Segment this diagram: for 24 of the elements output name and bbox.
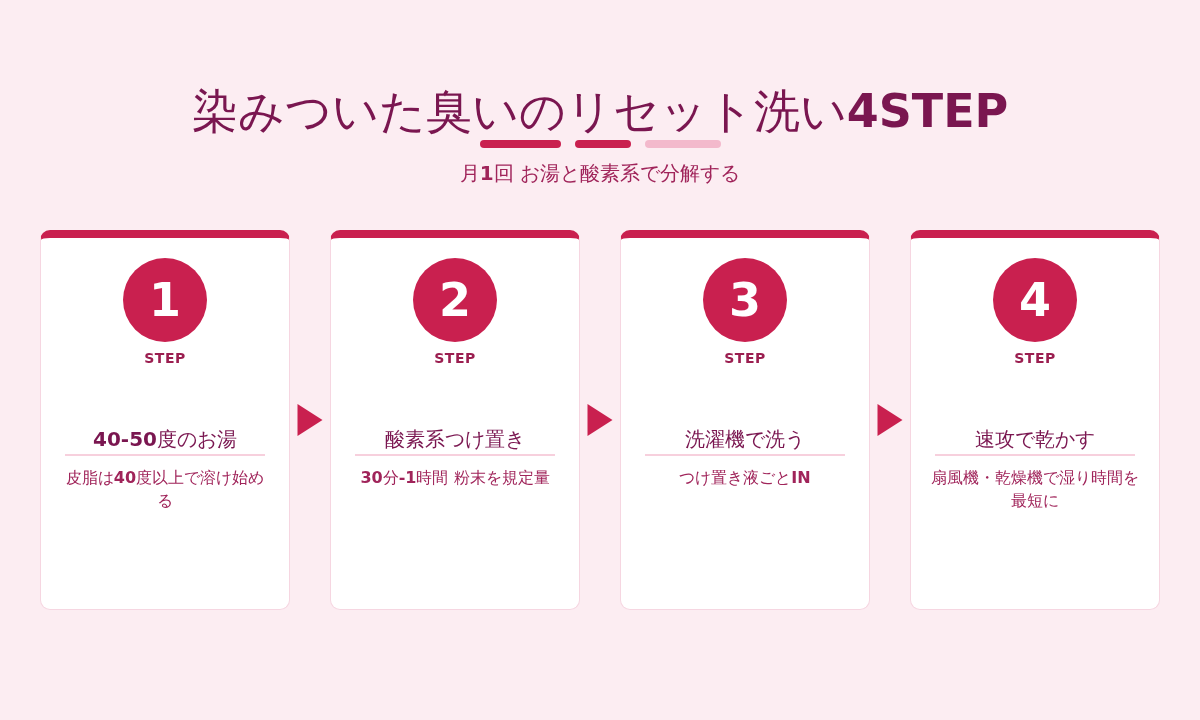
- step-description: 皮脂は40度以上で溶け始める: [64, 467, 266, 512]
- step-number-badge: 4: [993, 258, 1077, 342]
- step-label: STEP: [144, 349, 186, 367]
- step-description: つけ置き液ごとIN: [679, 467, 811, 489]
- step-label: STEP: [434, 349, 476, 367]
- step-number-badge: 2: [413, 258, 497, 342]
- step-description: 扇風機・乾燥機で湿り時間を最短に: [930, 467, 1140, 512]
- step-card: [910, 230, 1160, 610]
- step-card: [40, 230, 290, 610]
- step-label: STEP: [724, 349, 766, 367]
- step-heading: 酸素系つけ置き: [385, 426, 525, 453]
- title: 染みついた臭いのリセット洗い4STEP: [191, 83, 1009, 140]
- arrow: [297, 404, 323, 436]
- step-heading: 洗濯機で洗う: [685, 426, 805, 453]
- step-heading: 速攻で乾かす: [975, 426, 1095, 453]
- step-number-badge: 1: [123, 258, 207, 342]
- step-label: STEP: [1014, 349, 1056, 367]
- arrow: [587, 404, 613, 436]
- step-card: [330, 230, 580, 610]
- step-heading: 40-50度のお湯: [93, 426, 237, 453]
- step-description: 30分-1時間 粉末を規定量: [360, 467, 550, 489]
- step-number-badge: 3: [703, 258, 787, 342]
- arrow: [877, 404, 903, 436]
- step-card: [620, 230, 870, 610]
